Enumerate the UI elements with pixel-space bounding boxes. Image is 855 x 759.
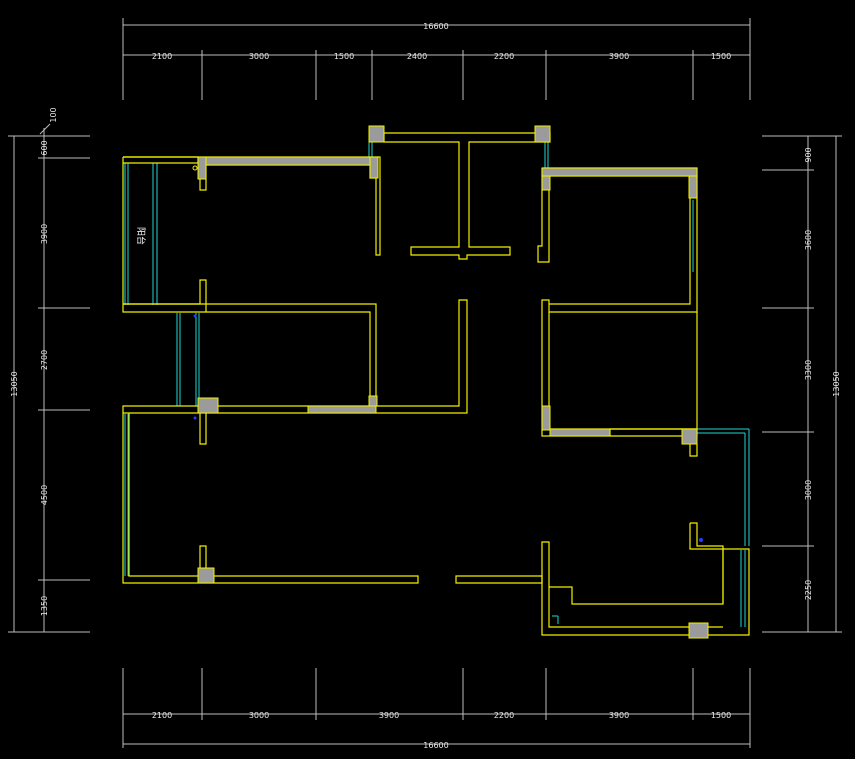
right-dimension-3: 3300: [804, 360, 813, 380]
bottom-dimension-5: 3900: [609, 711, 629, 720]
bottom-dimension-1: 2100: [152, 711, 172, 720]
right-dimension-2: 3600: [804, 230, 813, 250]
right-dimension-4: 3000: [804, 480, 813, 500]
top-dimension-4: 2400: [407, 52, 427, 61]
left-dimension-1: 600: [40, 140, 49, 155]
top-dimensions: 16600 2100 3000 1500 2400 2200 3900 1500: [122, 18, 751, 100]
column-upper-right-b: [688, 175, 698, 199]
left-overall-dimension: 13050: [10, 371, 19, 396]
blue-dot-marker: [699, 538, 703, 542]
markers: [192, 165, 703, 542]
bottom-dimension-4: 2200: [494, 711, 514, 720]
windows: [124, 142, 750, 627]
column-lower-left: [197, 567, 215, 584]
left-dimension-2: 3900: [40, 224, 49, 244]
balcony-label: 阳台: [135, 227, 147, 245]
columns: [197, 125, 709, 639]
right-dimension-5: 2250: [804, 580, 813, 600]
column-upper-left-b: [369, 156, 379, 179]
bottom-dimension-6: 1500: [711, 711, 731, 720]
column-mid-beam: [307, 405, 377, 414]
column-lower-right: [688, 622, 709, 639]
blue-dot-marker: [193, 314, 197, 318]
column-upper-right-a: [541, 175, 551, 191]
right-dimension-1: 900: [804, 147, 813, 162]
blue-dot-marker: [193, 416, 197, 420]
left-dimensions: 13050 100 600 3900 2700 4500 1350: [8, 107, 90, 633]
left-dimension-3: 2700: [40, 350, 49, 370]
top-dimension-5: 2200: [494, 52, 514, 61]
bottom-dimensions: 2100 3000 3900 2200 3900 1500 16600: [122, 668, 751, 750]
top-dimension-7: 1500: [711, 52, 731, 61]
column-upper-left-beam: [205, 156, 371, 166]
left-offset-dimension: 100: [49, 107, 58, 122]
walls: [122, 132, 750, 636]
circle-marker: [192, 165, 198, 171]
top-overall-dimension: 16600: [423, 22, 448, 31]
left-dimension-5: 1350: [40, 596, 49, 616]
column-mid-corner: [368, 395, 378, 407]
top-dimension-6: 3900: [609, 52, 629, 61]
column-upper-right-beam: [541, 167, 698, 177]
column-top-left-stair: [368, 125, 385, 143]
left-dimension-4: 4500: [40, 485, 49, 505]
bottom-overall-dimension: 16600: [423, 741, 448, 750]
column-right-mid-a: [541, 405, 551, 431]
top-dimension-1: 2100: [152, 52, 172, 61]
column-right-mid-beam: [549, 428, 611, 437]
right-overall-dimension: 13050: [832, 371, 841, 396]
column-mid-left: [197, 397, 219, 414]
column-upper-left-a: [197, 156, 207, 180]
top-dimension-2: 3000: [249, 52, 269, 61]
bottom-dimension-2: 3000: [249, 711, 269, 720]
top-dimension-3: 1500: [334, 52, 354, 61]
right-dimensions: 13050 900 3600 3300 3000 2250: [762, 135, 842, 633]
bottom-dimension-3: 3900: [379, 711, 399, 720]
column-top-right-stair: [534, 125, 551, 143]
column-right-mid-b: [681, 428, 698, 445]
